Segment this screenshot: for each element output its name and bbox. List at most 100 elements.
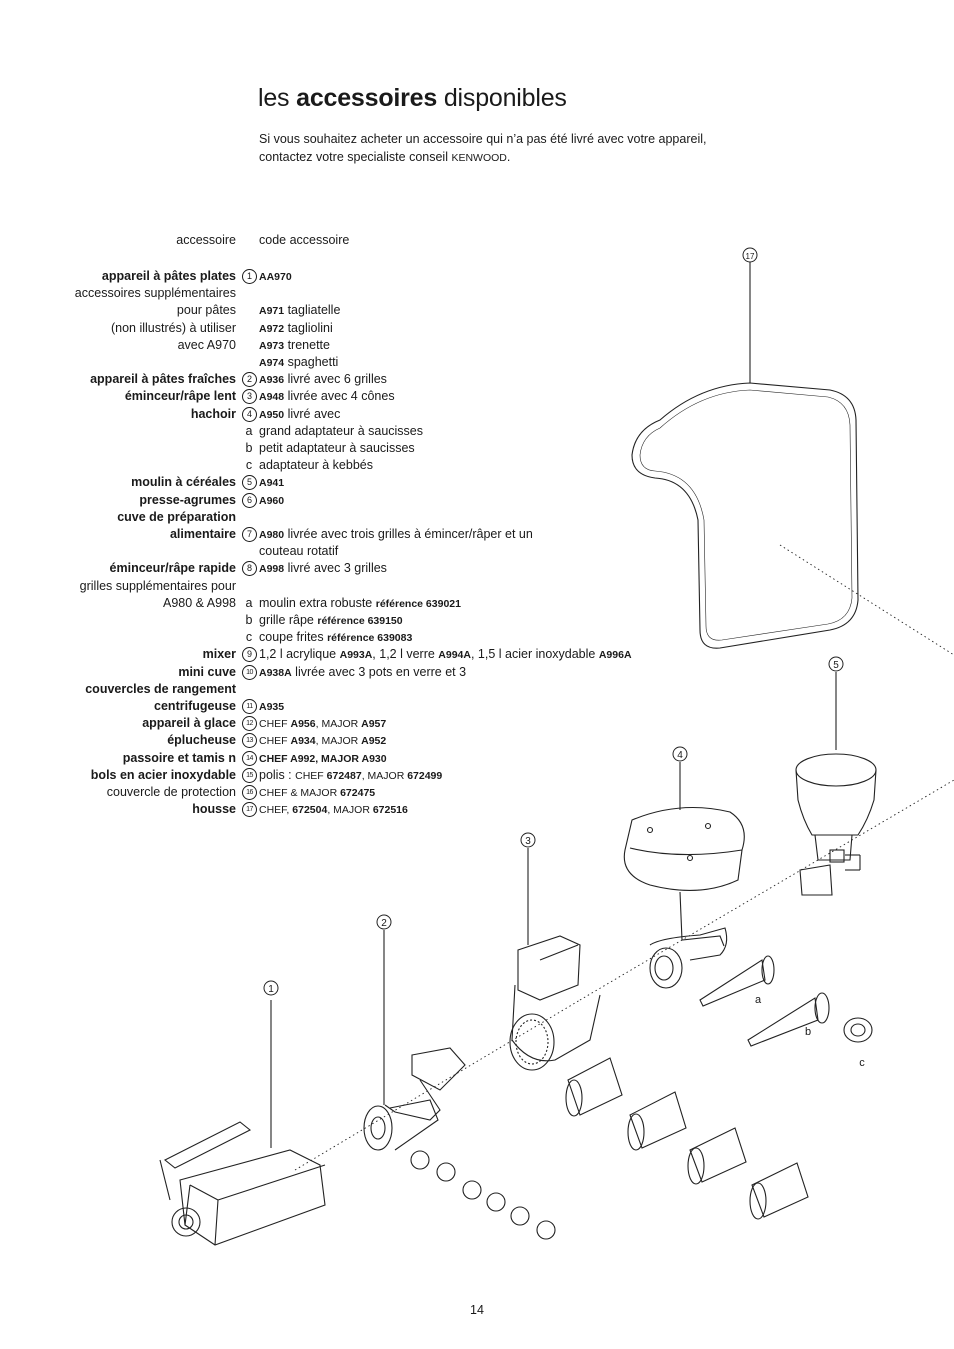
accessory-name: avec A970: [177, 337, 236, 352]
description-text: , 1,5 l acier inoxydable: [470, 647, 599, 662]
accessory-name: éplucheuse: [167, 733, 236, 748]
item-letter: a: [245, 595, 253, 610]
code-description: 1,2 l acrylique A993A, 1,2 l verre A994A…: [259, 646, 632, 664]
description-text: spaghetti: [284, 355, 339, 369]
accessory-code: A960: [259, 494, 285, 507]
intro-line-2-text: contactez votre specialiste conseil: [259, 149, 452, 164]
accessory-code: A972: [259, 322, 285, 335]
code-description: coupe frites référence 639083: [259, 629, 412, 647]
description-text: grand adaptateur à saucisses: [259, 423, 423, 438]
mincer-illustration: [623, 762, 745, 989]
table-row: couteau rotatif: [0, 543, 954, 560]
description-text: coupe frites: [259, 630, 328, 645]
accessory-code: A974: [259, 357, 285, 369]
item-number: 12: [242, 716, 257, 732]
model-name: , MAJOR: [315, 735, 362, 748]
accessory-code: CHEF A992, MAJOR A930: [259, 752, 387, 765]
page-number: 14: [470, 1303, 484, 1317]
intro-line-2: contactez votre specialiste conseil KENW…: [259, 149, 779, 168]
accessory-name: appareil à pâtes plates: [101, 269, 236, 283]
accessory-code: A935: [259, 701, 285, 713]
table-row: c coupe frites référence 639083: [0, 629, 954, 646]
assembly-dotted-lines: [294, 544, 954, 1171]
model-name: CHEF & MAJOR: [259, 787, 341, 799]
description-text: livré avec: [284, 406, 341, 421]
code-description: A973 trenette: [259, 337, 330, 355]
intro-paragraph: Si vous souhaitez acheter un accessoire …: [259, 131, 779, 167]
code-description: A950 livré avec: [259, 406, 340, 424]
accessory-code: A952: [361, 735, 387, 748]
accessory-code: 672499: [407, 769, 443, 782]
table-row: avec A970 A973 trenette: [0, 337, 954, 354]
code-description: A998 livré avec 3 grilles: [259, 560, 387, 578]
code-description: A980 livrée avec trois grilles à émincer…: [259, 526, 533, 544]
accessory-code: 672475: [340, 787, 376, 799]
model-name: CHEF: [295, 769, 327, 782]
item-number: 10: [242, 664, 257, 680]
accessory-name: éminceur/râpe lent: [124, 389, 236, 404]
item-number: 3: [242, 389, 257, 405]
reference-code: référence 639021: [375, 597, 461, 610]
model-name: , MAJOR: [361, 769, 408, 782]
description-text: tagliolini: [284, 320, 333, 335]
item-number: 6: [242, 492, 257, 508]
accessory-code: A971: [259, 305, 285, 318]
accessory-code: A936: [259, 374, 285, 387]
table-row: b petit adaptateur à saucisses: [0, 440, 954, 457]
code-description: adaptateur à kebbés: [259, 457, 373, 474]
model-name: CHEF: [259, 718, 291, 731]
callout-3: 3: [525, 836, 531, 847]
item-letter: c: [245, 630, 253, 645]
accessory-code: A956: [290, 718, 316, 731]
item-letter: a: [245, 423, 253, 438]
accessory-name: mini cuve: [178, 664, 236, 679]
accessory-code: A994A: [438, 649, 471, 662]
header-accessory: accessoire: [176, 233, 236, 247]
description-text: livrée avec 3 pots en verre et 3: [291, 664, 467, 679]
accessory-code: A941: [259, 477, 285, 490]
description-text: livrée avec 4 cônes: [284, 389, 395, 404]
item-letter: b: [245, 441, 253, 455]
item-number: 11: [242, 699, 257, 714]
accessory-name: mixer: [202, 647, 236, 662]
code-description: A938A livrée avec 3 pots en verre et 3: [259, 664, 466, 682]
accessory-name: presse-agrumes: [139, 492, 236, 507]
code-description: CHEF A992, MAJOR A930: [259, 750, 387, 768]
code-description: CHEF & MAJOR 672475: [259, 784, 375, 802]
table-row: A974 spaghetti: [0, 354, 954, 371]
code-description: grand adaptateur à saucisses: [259, 423, 423, 440]
description-text: moulin extra robuste: [259, 595, 376, 610]
accessory-name: grilles supplémentaires pour: [79, 578, 236, 593]
item-letter: c: [245, 458, 253, 473]
code-description: petit adaptateur à saucisses: [259, 440, 415, 457]
code-description: A941: [259, 474, 284, 492]
accessory-code: A934: [290, 735, 316, 748]
table-row: grilles supplémentaires pour: [0, 578, 954, 595]
intro-line-2-end: .: [506, 149, 511, 164]
item-number: 5: [242, 475, 257, 491]
item-number: 13: [242, 733, 257, 749]
pasta-roller-illustration: [159, 1000, 326, 1246]
accessory-code: A980: [259, 529, 285, 541]
code-description: A972 tagliolini: [259, 320, 333, 338]
accessory-code: A957: [361, 718, 387, 731]
reference-code: référence 639150: [317, 615, 403, 627]
accessory-code: A996A: [598, 649, 632, 662]
description-text: , 1,2 l verre: [372, 647, 439, 662]
table-row: cuve de préparation: [0, 509, 954, 526]
accessory-code: A993A: [339, 649, 373, 662]
